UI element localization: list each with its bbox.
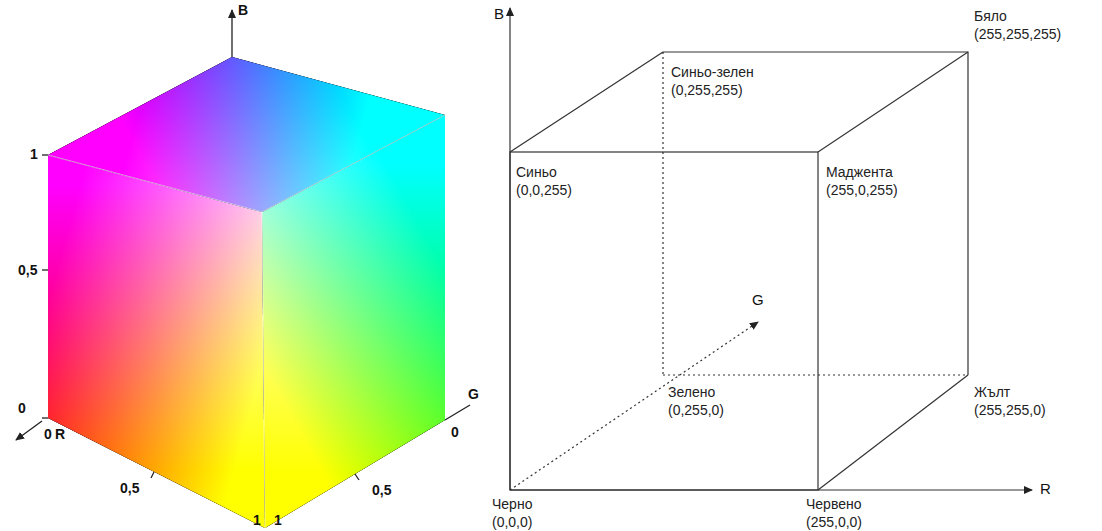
corner-label: Маджента — [826, 164, 893, 180]
tick-value: 0,5 — [372, 482, 391, 498]
cube-edges — [48, 115, 445, 528]
axis-label: R — [1040, 481, 1051, 497]
tick-value: 0 — [18, 400, 26, 416]
corner-label: (255,255,255) — [974, 26, 1061, 42]
corner-label: (255,0,0) — [806, 514, 862, 530]
tick-value: 1 — [274, 512, 282, 528]
corner-label: Зелено — [668, 384, 715, 400]
tick-value: 1 — [30, 146, 38, 162]
axis-label: B — [238, 2, 248, 18]
top-face — [48, 57, 445, 212]
corner-label: Черно — [492, 496, 532, 512]
corner-label: Червено — [806, 496, 862, 512]
corner-label: (255,255,0) — [974, 402, 1046, 418]
corner-label: (0,0,0) — [492, 514, 532, 530]
corner-label: Синьо — [516, 164, 557, 180]
corner-label: Жълт — [974, 384, 1010, 400]
tick-value: 0 — [451, 424, 459, 440]
corner-label: (0,255,0) — [668, 402, 724, 418]
axis-label: G — [752, 292, 764, 308]
corner-label: (0,0,255) — [516, 182, 572, 198]
tick-value: 0,5 — [120, 480, 139, 496]
corner-label: (0,255,255) — [671, 82, 743, 98]
tick-value: 1 — [253, 512, 261, 528]
front-face — [48, 155, 265, 528]
corner-label: (255,0,255) — [826, 182, 898, 198]
axis-label: G — [468, 386, 479, 402]
axis-label: B — [494, 6, 504, 22]
left-axes — [16, 10, 470, 480]
corner-label: Синьо-зелен — [671, 64, 754, 80]
corner-label: Бяло — [974, 8, 1007, 24]
axis-label: R — [55, 426, 65, 442]
wireframe-cube — [510, 8, 1032, 490]
tick-value: 0 — [44, 426, 52, 442]
tick-value: 0,5 — [18, 262, 37, 278]
